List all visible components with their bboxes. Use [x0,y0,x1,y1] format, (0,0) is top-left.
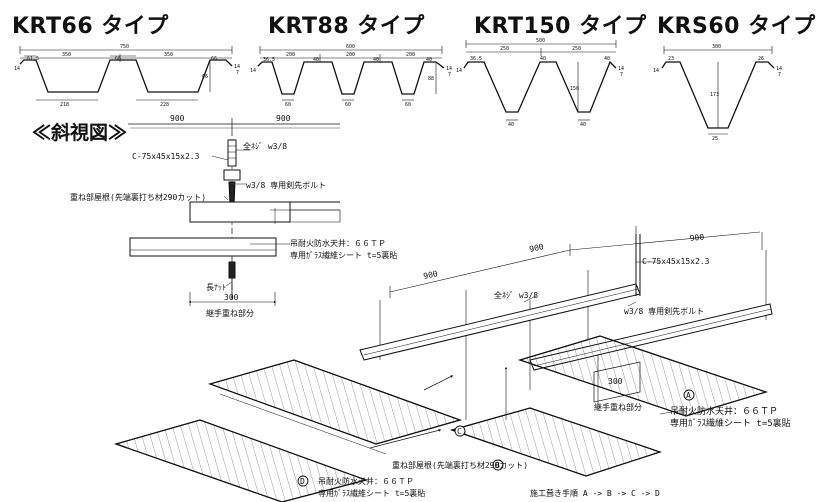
detail-dim-right: 900 [276,114,291,123]
iso-overlap-dim: 300 [608,377,623,386]
krt66-bottom-left: 218 [60,102,69,108]
marker-b: B [495,461,500,470]
krs60-lap-right: 14 [776,66,782,72]
krs60-top-left: 23 [668,56,674,62]
krt150-top-mid: 40 [540,56,546,62]
krt88-edge: 7 [448,72,451,78]
krt88-lap-right: 14 [446,66,452,72]
krt66-height: 66 [202,74,208,80]
krs60-height: 173 [710,92,719,98]
krt66-pitch-left: 350 [62,52,71,58]
iso-dim-2: 900 [423,269,439,281]
krt150-lap-left: 14 [456,68,462,74]
krt88-top-3: 40 [373,57,379,63]
title-krt150: KRT150 タイプ [474,14,647,39]
detail-ceiling-2: 専用ｶﾞﾗｽ繊維シート t=5裏貼 [290,250,397,260]
krt150-height: 150 [570,86,579,92]
iso-anchor-label: w3/8 専用剣先ボルト [624,306,704,316]
krt150-overall-dim: 500 [536,38,545,44]
profile-krt150 [463,40,617,121]
iso-ceiling-left-2: 専用ｶﾞﾗｽ繊維シート t=5裏貼 [318,488,425,498]
panel-markers [297,389,695,487]
krs60-overall-dim: 300 [712,44,721,50]
detail-section [128,118,341,306]
marker-c: C [457,427,462,436]
krt88-bottom-1: 60 [285,102,291,108]
detail-bolt-label: 全ﾈｼﾞ w3/8 [243,141,287,151]
krt88-pitch-3: 200 [406,52,415,58]
krt150-pitch-left: 250 [500,46,509,52]
krt150-bottom-left: 40 [508,122,514,128]
iso-dim-3: 900 [689,233,704,243]
marker-d: D [300,477,305,486]
detail-dim-left: 900 [170,114,185,123]
iso-channel-label: C-75x45x15x2.3 [642,257,710,266]
krs60-lap-left: 14 [653,68,659,74]
krt88-bottom-2: 60 [345,102,351,108]
krs60-edge: 7 [778,72,781,78]
krt150-top-right: 40 [604,56,610,62]
marker-a: A [686,391,691,400]
krs60-bottom: 25 [712,136,718,142]
krt66-top-mid: 66 [115,56,121,62]
profile-krs60 [661,46,775,135]
detail-overlap-dim: 300 [224,293,239,302]
krt66-top-left: 61.5 [27,56,39,62]
iso-ceiling-right-1: 吊耐火防水天井：６６ＴＰ [670,405,778,417]
title-krs60: KRS60 タイプ [657,14,816,39]
krt88-top-2: 40 [313,57,319,63]
krt150-bottom-right: 40 [580,122,586,128]
iso-ceiling-right-2: 専用ｶﾞﾗｽ繊維シート t=5裏貼 [670,417,791,429]
krt66-overall-dim: 750 [120,44,129,50]
krt66-lap-right: 14 [234,64,240,70]
krt88-height: 88 [428,76,434,82]
iso-roof-overlap-label: 重ね部屋根(先端裏打ち材290カット) [392,460,528,470]
profile-krt66 [19,46,233,101]
iso-joint-label: 継手重ね部分 [594,402,642,412]
krt88-pitch-2: 200 [346,52,355,58]
title-krt88: KRT88 タイプ [268,14,425,39]
krt66-pitch-right: 350 [164,52,173,58]
detail-anchor-label: w3/8 専用剣先ボルト [246,180,326,190]
krt150-lap-right: 14 [618,66,624,72]
profile-krt88 [257,46,445,101]
section-title-perspective: ≪斜視図≫ [32,122,128,144]
krt66-edge: 7 [236,70,239,76]
krt150-pitch-right: 250 [572,46,581,52]
krt150-top-left: 36.5 [470,56,482,62]
krt66-bottom-right: 228 [160,102,169,108]
krt88-lap-left: 14 [250,68,256,74]
detail-nut-label: 長ﾅｯﾄ [206,283,226,292]
iso-dim-1: 900 [529,242,545,254]
krt88-overall-dim: 600 [346,44,355,50]
krt66-lap-left: 14 [14,66,20,72]
krt88-top-1: 36.5 [263,57,275,63]
krt150-edge: 7 [620,72,623,78]
title-krt66: KRT66 タイプ [12,14,169,39]
detail-channel-label: C-75x45x15x2.3 [132,152,200,161]
detail-roof-overlap-label: 重ね部屋根(先端裏打ち材290カット) [70,192,206,202]
krt88-bottom-3: 60 [405,102,411,108]
krs60-top-right: 26 [758,56,764,62]
krt66-top-right: 66 [211,56,217,62]
detail-ceiling-1: 吊耐火防水天井：６６ＴＰ [290,238,386,248]
iso-ceiling-left-1: 吊耐火防水天井：６６ＴＰ [318,476,414,486]
krt88-pitch-1: 200 [286,52,295,58]
krt88-top-4: 40 [426,57,432,63]
detail-joint-label: 継手重ね部分 [206,308,254,318]
iso-bolt-label: 全ﾈｼﾞ w3/8 [494,290,538,300]
iso-procedure-label: 施工葺き手順 A -> B -> C -> D [530,488,660,498]
